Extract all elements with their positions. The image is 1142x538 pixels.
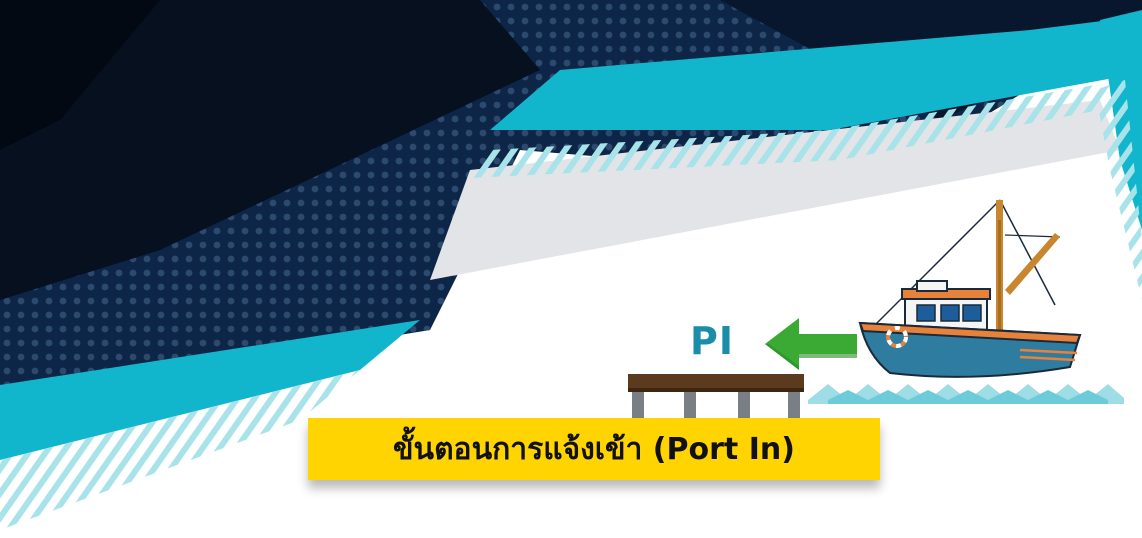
pier-icon	[628, 374, 804, 422]
fishing-boat-icon	[858, 199, 1082, 378]
title-banner: ขั้นตอนการแจ้งเข้า (Port In)	[308, 418, 880, 480]
pi-label: PI	[690, 319, 734, 363]
left-arrow-icon	[765, 318, 857, 370]
page-title: ขั้นตอนการแจ้งเข้า (Port In)	[393, 431, 795, 467]
waves-icon	[808, 384, 1124, 404]
